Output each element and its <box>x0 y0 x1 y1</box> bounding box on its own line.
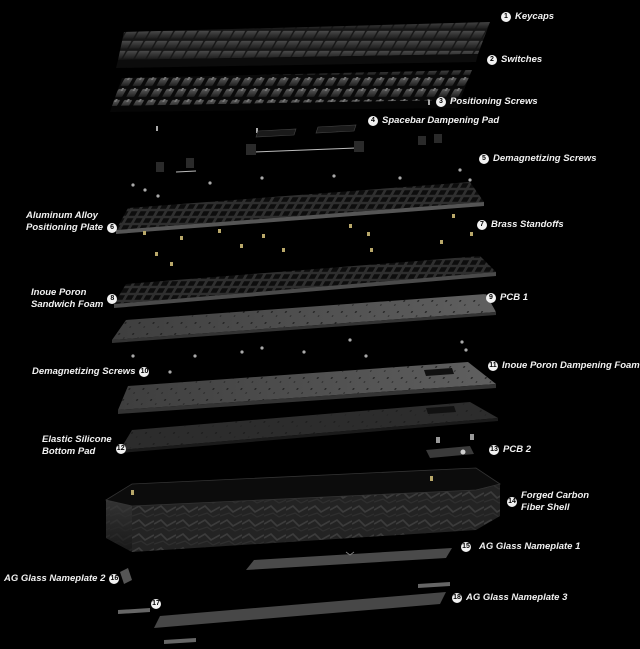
demagnetizing-screws-mid <box>131 338 468 374</box>
part-name-line1: Inoue Poron <box>31 287 87 298</box>
label-nameplate-1: 15 AG Glass Nameplate 1 <box>461 541 580 553</box>
glass-nameplate-1 <box>246 548 452 570</box>
part-name: PCB 1 <box>500 292 528 303</box>
part-name: Switches <box>501 54 543 65</box>
label-keycaps: 1 Keycaps <box>501 11 554 23</box>
part-name: Spacebar Dampening Pad <box>382 115 500 126</box>
part-name-line1: Forged Carbon <box>521 490 590 501</box>
label-carbon-shell: 14 Forged Carbon Fiber Shell <box>507 490 589 514</box>
label-switches: 2 Switches <box>487 54 542 66</box>
spacebar-dampening-pad <box>156 124 442 173</box>
silicone-bottom-pad <box>120 402 498 453</box>
callout-number: 7 <box>477 220 487 230</box>
callout-number: 13 <box>489 445 499 455</box>
part-name: AG Glass Nameplate 2 <box>4 573 106 584</box>
label-dampening-foam: 11 Inoue Poron Dampening Foam <box>488 360 640 372</box>
callout-number: 8 <box>107 294 118 304</box>
part-name-line2: Bottom Pad <box>42 446 96 457</box>
callout-number: 1 <box>501 12 511 22</box>
label-spacebar-pad: 4 Spacebar Dampening Pad <box>368 115 499 127</box>
label-positioning-screws: 3 Positioning Screws <box>436 96 538 108</box>
dampening-foam <box>118 362 496 414</box>
sandwich-foam <box>114 256 496 308</box>
forged-carbon-shell <box>104 467 501 552</box>
glass-nameplate-2 <box>120 568 132 584</box>
label-positioning-plate: Aluminum Alloy Positioning Plate 6 <box>26 210 118 234</box>
label-pcb-2: 13 PCB 2 <box>489 444 531 456</box>
callout-number: 18 <box>452 593 462 603</box>
callout-number: 10 <box>139 367 150 377</box>
demagnetizing-screws-top <box>131 168 472 198</box>
label-demagnetizing-screws-top: 5 Demagnetizing Screws <box>479 153 596 165</box>
callout-number: 4 <box>368 116 378 126</box>
callout-number: 5 <box>479 154 489 164</box>
callout-number: 15 <box>461 542 471 552</box>
part-name: AG Glass Nameplate 1 <box>479 541 581 552</box>
label-nameplate-2: AG Glass Nameplate 2 16 <box>4 573 120 585</box>
pcb-1 <box>112 294 496 343</box>
part-name-line2: Fiber Shell <box>521 502 570 513</box>
label-silicone-pad: Elastic Silicone Bottom Pad 12 <box>42 434 126 458</box>
part-name-line2: Sandwich Foam <box>31 299 104 310</box>
label-demagnetizing-screws-mid: Demagnetizing Screws 10 <box>32 366 150 378</box>
part-name-line1: Elastic Silicone <box>42 434 112 445</box>
part-name: Brass Standoffs <box>491 219 564 230</box>
callout-number: 11 <box>488 361 498 371</box>
glass-nameplate-3 <box>154 592 446 628</box>
pcb-2 <box>426 434 474 458</box>
callout-number: 2 <box>487 55 497 65</box>
callout-number: 6 <box>107 223 118 233</box>
callout-number: 16 <box>109 574 120 584</box>
keycaps-layer <box>116 22 490 68</box>
label-sandwich-foam: Inoue Poron Sandwich Foam 8 <box>31 287 118 311</box>
callout-number: 12 <box>115 444 126 454</box>
part-name-line1: Aluminum Alloy <box>26 210 98 221</box>
part-name: Demagnetizing Screws <box>32 366 136 377</box>
part-name: Keycaps <box>515 11 555 22</box>
callout-number: 9 <box>486 293 496 303</box>
callout-number: 17 <box>151 599 161 609</box>
label-nameplate-3: 18 AG Glass Nameplate 3 <box>452 592 567 604</box>
part-name: Positioning Screws <box>450 96 538 107</box>
label-pcb-1: 9 PCB 1 <box>486 292 528 304</box>
positioning-plate <box>116 182 484 234</box>
switches-layer <box>110 70 472 112</box>
part-name: PCB 2 <box>503 444 531 455</box>
part-name-line2: Positioning Plate <box>26 222 104 233</box>
label-brass-standoffs: 7 Brass Standoffs <box>477 219 564 231</box>
label-side-strips: 17 <box>151 599 161 609</box>
brass-standoffs <box>143 214 473 266</box>
callout-number: 3 <box>436 97 446 107</box>
callout-number: 14 <box>507 497 517 507</box>
part-name: Inoue Poron Dampening Foam <box>502 360 640 371</box>
part-name: AG Glass Nameplate 3 <box>466 592 568 603</box>
part-name: Demagnetizing Screws <box>493 153 597 164</box>
